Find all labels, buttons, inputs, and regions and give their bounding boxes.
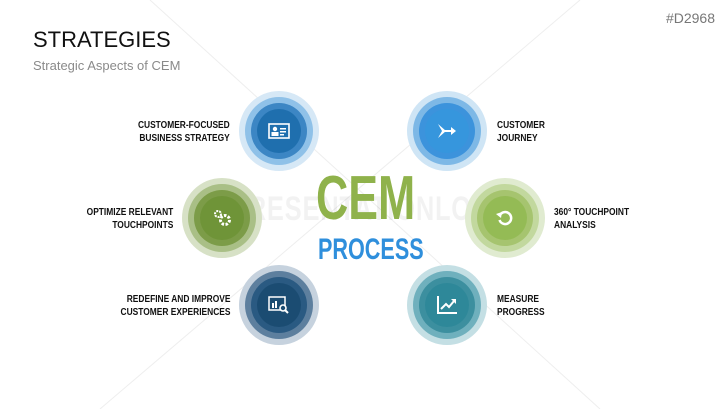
refresh-icon bbox=[496, 210, 513, 226]
node-measure-progress bbox=[407, 265, 487, 345]
slide-subtitle: Strategic Aspects of CEM bbox=[33, 58, 181, 73]
node-touchpoint-analysis bbox=[465, 178, 545, 258]
node-redefine-experiences bbox=[239, 265, 319, 345]
slide-title: STRATEGIES bbox=[33, 27, 171, 52]
center-subtitle: PROCESS bbox=[318, 233, 424, 266]
chart-search-icon bbox=[268, 296, 289, 314]
slide-code: #D2968 bbox=[665, 10, 715, 26]
line-chart-icon bbox=[437, 296, 457, 314]
watermark: PRESENTATIONLOAD bbox=[230, 190, 511, 228]
node-customer-journey bbox=[407, 91, 487, 171]
center-title: CEM bbox=[316, 164, 416, 233]
id-card-icon bbox=[268, 123, 290, 139]
node-customer-focused bbox=[239, 91, 319, 171]
merge-arrow-icon bbox=[438, 124, 456, 138]
gears-icon bbox=[214, 210, 231, 226]
node-optimize-touchpoints bbox=[182, 178, 262, 258]
